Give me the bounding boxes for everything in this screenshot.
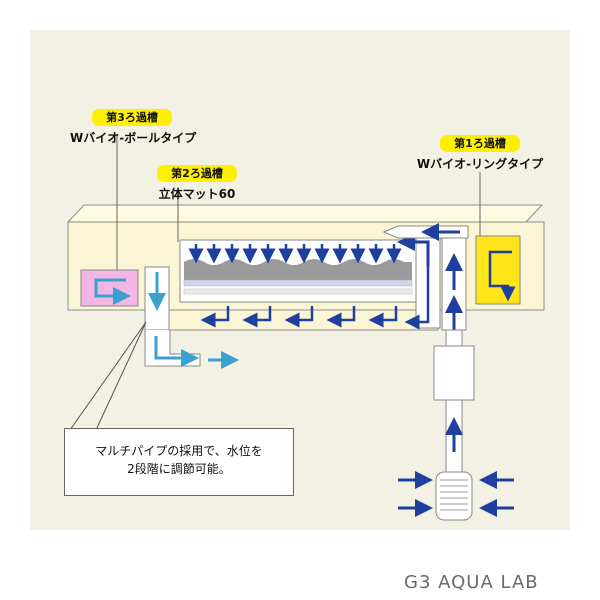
stage2-subtitle: 立体マット60 xyxy=(158,187,236,201)
stage3-label: 第3ろ過槽 Wバイオ-ボールタイプ xyxy=(70,106,197,146)
stage3-title: 第3ろ過槽 xyxy=(92,109,172,126)
housing-lid xyxy=(66,204,544,223)
callout-leader-lines xyxy=(69,321,147,431)
label-connectors xyxy=(116,134,481,270)
stage2-return-arrows xyxy=(200,306,398,328)
strainer-intake-arrows xyxy=(398,471,514,517)
outflow-pipe xyxy=(144,330,201,367)
stage1-subtitle: Wバイオ-リングタイプ xyxy=(416,157,544,171)
stage2-mat-layer-lower xyxy=(183,288,413,295)
riser-down-arrow xyxy=(404,250,430,330)
note-line-2: 2段階に調節可能。 xyxy=(127,462,231,476)
stage1-label: 第1ろ過槽 Wバイオ-リングタイプ xyxy=(405,132,555,172)
stage3-media-block xyxy=(80,269,139,307)
pump-motor xyxy=(433,345,475,401)
outflow-arrow-1 xyxy=(154,336,199,367)
stage1-media-block xyxy=(475,235,521,305)
stage2-mat-layer xyxy=(183,279,413,287)
stage2-title: 第2ろ過槽 xyxy=(157,165,237,182)
stage1-flow-arrow xyxy=(488,250,516,302)
multi-pipe-note: マルチパイプの採用で、水位を 2段階に調節可能。 xyxy=(64,428,294,496)
watermark: G3 AQUA LAB xyxy=(404,572,539,593)
stage2-label: 第2ろ過槽 立体マット60 xyxy=(122,162,272,202)
stage2-water-surface xyxy=(184,259,412,280)
stage3-subtitle: Wバイオ-ボールタイプ xyxy=(70,131,197,145)
stage1-title: 第1ろ過槽 xyxy=(440,135,520,152)
stage2-inflow-arrows xyxy=(188,244,402,264)
note-line-1: マルチパイプの採用で、水位を xyxy=(95,444,263,458)
stage3-flow-arrow xyxy=(94,278,131,305)
intake-strainer xyxy=(435,471,473,521)
strainer-slots xyxy=(440,479,468,511)
pump-motor-neck xyxy=(445,329,463,347)
